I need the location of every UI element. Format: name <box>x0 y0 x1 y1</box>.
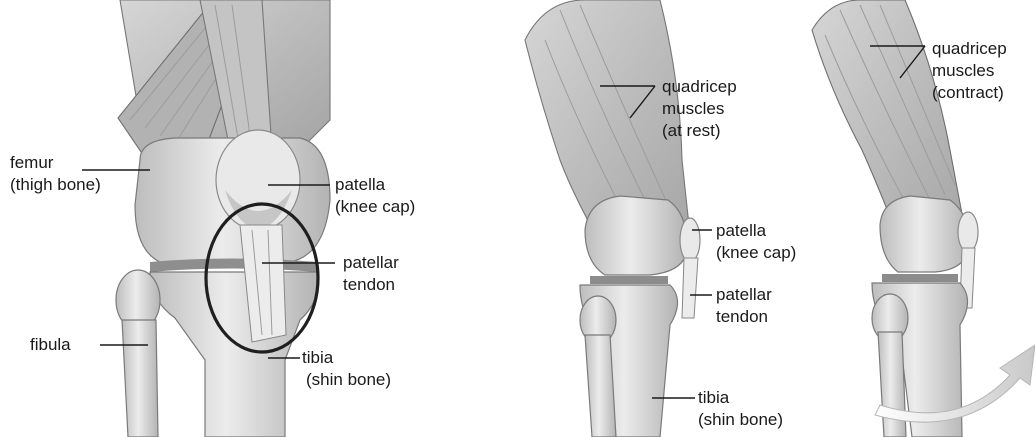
patellar-tendon-label-front: patellar tendon <box>343 253 404 294</box>
femur-label: femur (thigh bone) <box>10 153 101 194</box>
fibula-label: fibula <box>30 335 71 354</box>
side-contract-panel: quadricep muscles (contract) <box>812 0 1035 437</box>
tibia-label-front: tibia (shin bone) <box>302 348 391 389</box>
quadricep-contract-label: quadricep muscles (contract) <box>932 39 1011 102</box>
tibia-label-side: tibia (shin bone) <box>698 388 783 429</box>
patella-label-side: patella (knee cap) <box>716 221 796 262</box>
patella-label-front: patella (knee cap) <box>335 175 415 216</box>
side-contract-knee-illustration <box>812 0 1035 437</box>
side-rest-panel: quadricep muscles (at rest) patella (kne… <box>525 0 796 437</box>
front-view-panel: femur (thigh bone) patella (knee cap) pa… <box>10 0 415 437</box>
front-knee-illustration <box>116 0 330 437</box>
quadricep-rest-label: quadricep muscles (at rest) <box>662 77 741 140</box>
patellar-tendon-label-side: patellar tendon <box>716 285 777 326</box>
side-rest-knee-illustration <box>525 0 700 437</box>
